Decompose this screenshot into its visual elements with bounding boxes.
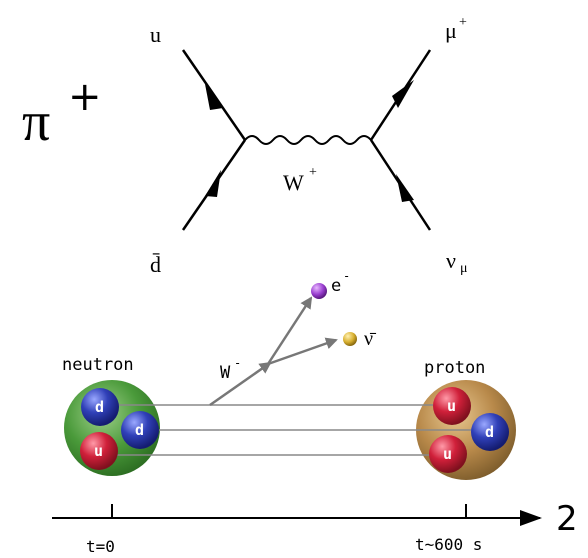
svg-text:d: d [95, 398, 104, 416]
proton-quark-u2: u [429, 435, 467, 473]
antineutrino-arrow [267, 337, 338, 366]
neutron-quark-u: u [80, 432, 118, 470]
w-boson-label: W [283, 170, 304, 195]
proton-quark-u1: u [433, 387, 471, 425]
outgoing-top-label: μ [445, 18, 457, 43]
incoming-top-label: u [150, 22, 161, 47]
antineutrino-label: ν̄ [364, 328, 377, 350]
electron-particle [311, 283, 327, 299]
muon-arrow [392, 80, 414, 108]
w-minus-charge: - [234, 356, 241, 370]
w-boson-charge: + [309, 165, 317, 180]
svg-text:u: u [94, 442, 103, 460]
incoming-bottom-label: d̄ [150, 252, 161, 277]
outgoing-bottom-sub: μ [460, 261, 468, 276]
electron-label: e [331, 276, 341, 296]
outgoing-bottom-label: ν [446, 248, 456, 273]
proton-quark-d: d [471, 413, 509, 451]
neutron-quark-d1: d [81, 388, 119, 426]
svg-text:d: d [135, 421, 144, 439]
neutrino-arrow [396, 174, 414, 202]
neutron-quark-d2: d [121, 411, 159, 449]
dbar-quark-arrow [205, 170, 221, 197]
pion-charge: + [68, 74, 102, 120]
w-minus-label: W [220, 363, 231, 383]
electron-charge: - [343, 269, 350, 283]
proton-label: proton [424, 358, 485, 378]
time-end-label: t~600 s [415, 535, 482, 554]
w-boson-wave [244, 135, 372, 145]
u-quark-line [181, 49, 247, 141]
svg-text:u: u [443, 445, 452, 463]
svg-text:u: u [447, 397, 456, 415]
neutron-label: neutron [62, 355, 134, 375]
u-quark-arrow [205, 84, 223, 110]
outgoing-top-charge: + [459, 15, 467, 30]
axis-tail-digit: 2 [556, 499, 578, 539]
antineutrino-particle [343, 332, 357, 346]
beta-decay-diagram: neutron proton d d u u d [52, 269, 578, 556]
w-minus-arrow [209, 361, 272, 407]
time-start-label: t=0 [86, 537, 115, 556]
feynman-diagram: π + u d̄ W + μ + ν μ [22, 15, 468, 277]
electron-arrow [266, 296, 313, 365]
svg-text:d: d [485, 423, 494, 441]
pion-symbol: π [22, 91, 50, 153]
